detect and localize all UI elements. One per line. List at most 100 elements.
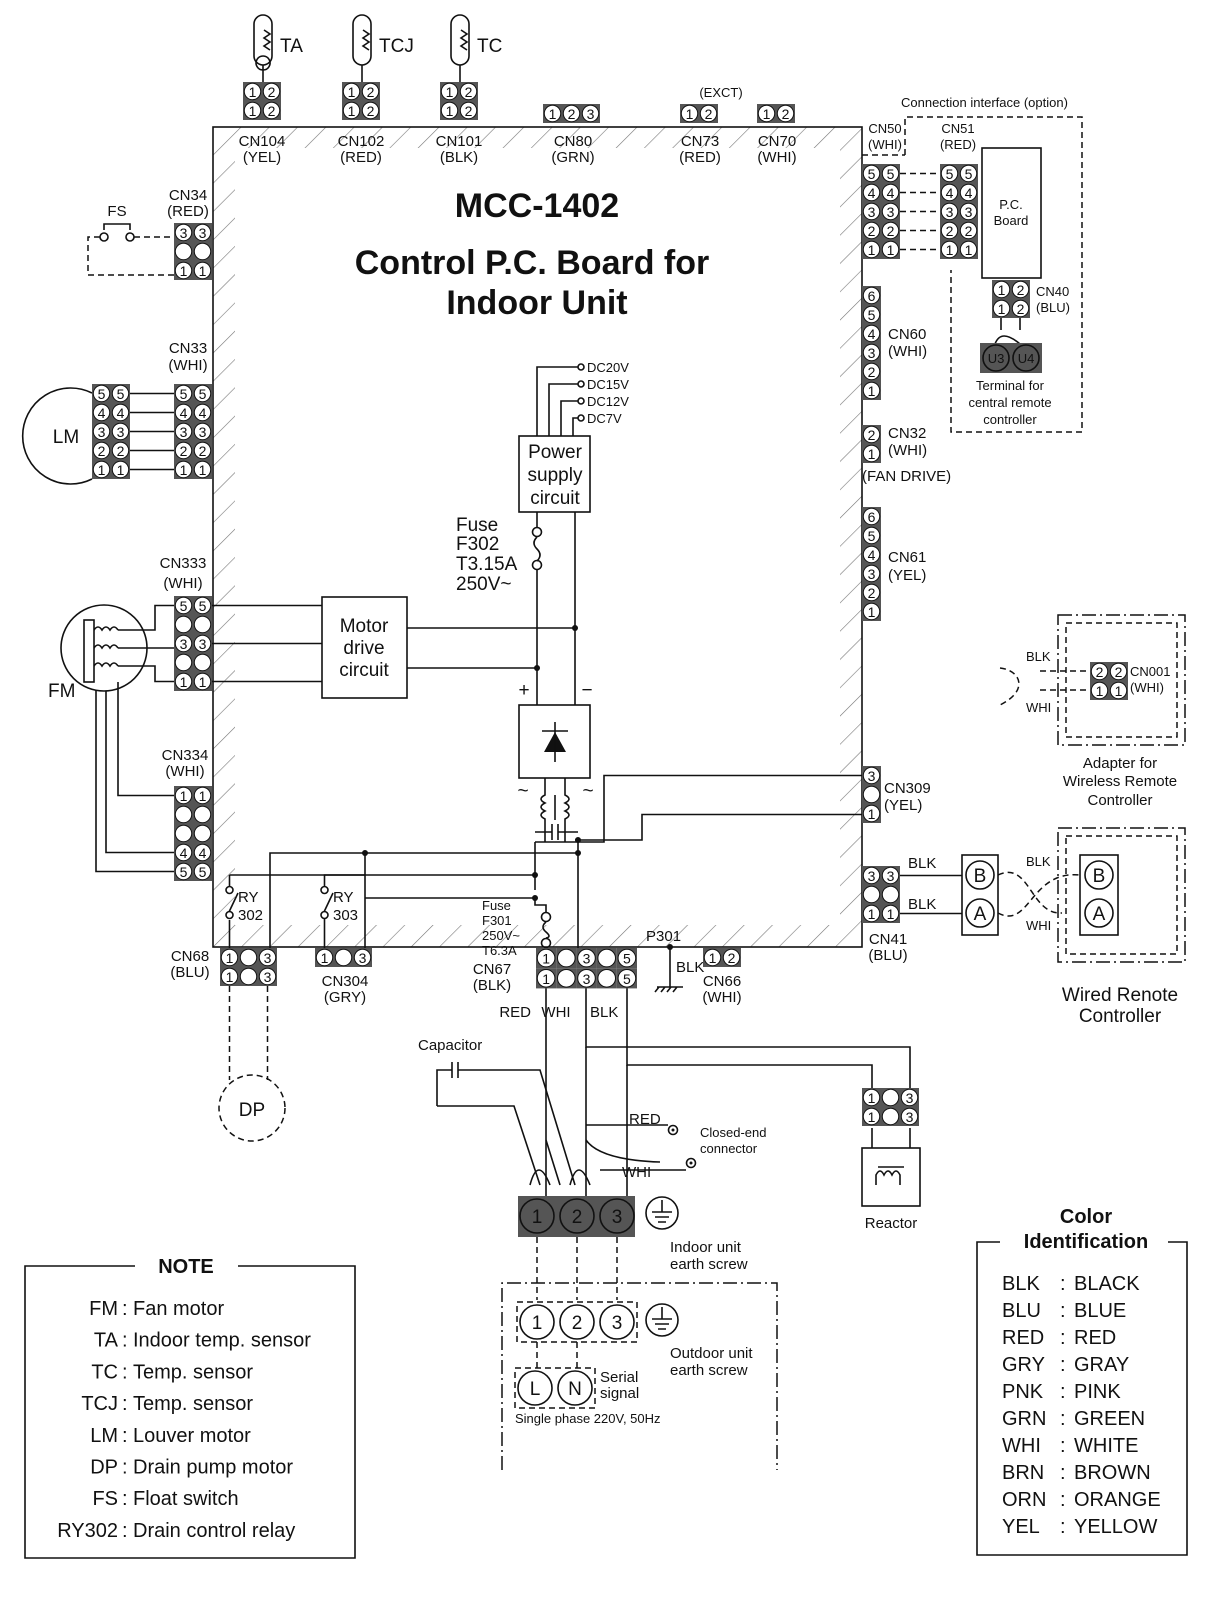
color-code: BRN: [1002, 1462, 1044, 1484]
diode-icon: [542, 722, 568, 762]
supply-label: Single phase 220V, 50Hz: [515, 1411, 661, 1426]
color-colon: :: [1060, 1300, 1066, 1322]
wire-red-label: RED: [499, 1004, 531, 1021]
wired-whi-label: WHI: [1026, 918, 1051, 933]
pin-circle: [174, 422, 193, 441]
pin-number: 2: [268, 84, 276, 100]
pin-number: 5: [868, 528, 876, 544]
pin-circle: [862, 221, 881, 240]
pin-number: 5: [180, 598, 188, 614]
pin-circle: [174, 261, 193, 280]
pin-circle: [959, 183, 978, 202]
color-colon: :: [1060, 1354, 1066, 1376]
pin-circle: [193, 615, 212, 634]
cn334-label: CN334: [162, 747, 209, 764]
pin-circle: [193, 242, 212, 261]
pin-circle: [193, 634, 212, 653]
pin-number: 3: [199, 225, 207, 241]
note-colon: :: [122, 1488, 128, 1510]
note-colon: :: [122, 1457, 128, 1479]
pin-circle: [862, 602, 881, 621]
note-value: Float switch: [133, 1488, 239, 1510]
pin-number: 5: [623, 971, 631, 987]
pin-number: 3: [965, 204, 973, 220]
cn333-label: CN333: [160, 555, 207, 572]
pin-number: 3: [868, 768, 876, 784]
color-code: YEL: [1002, 1516, 1040, 1538]
pin-circle: [262, 101, 281, 120]
pin-number: 1: [709, 950, 717, 966]
pin-number: 2: [1115, 664, 1123, 680]
wired-terminal-b: B: [1093, 866, 1106, 887]
pin-circle: [243, 82, 262, 101]
pin-number: 3: [946, 204, 954, 220]
note-value: Temp. sensor: [133, 1393, 253, 1415]
wired-blk-label: BLK: [1026, 854, 1051, 869]
cn70-label: CN70: [758, 133, 796, 150]
adapter-whi-label: WHI: [1026, 700, 1051, 715]
pin-number: 3: [583, 951, 591, 967]
pin-circle: [940, 221, 959, 240]
pin-circle: [862, 866, 881, 885]
pin-circle: [1090, 681, 1109, 700]
pin-number: 2: [868, 364, 876, 380]
pin-number: 2: [367, 84, 375, 100]
p301-label: P301: [646, 928, 681, 945]
pin-number: 2: [868, 585, 876, 601]
cn40-color: (BLU): [1036, 300, 1070, 315]
cn60-label: CN60: [888, 326, 926, 343]
pin-circle: [1090, 662, 1109, 681]
pin-circle: [722, 948, 741, 967]
pin-circle: [959, 164, 978, 183]
ry303-label: RY: [333, 889, 354, 906]
note-colon: :: [122, 1393, 128, 1415]
dc12v-label: DC12V: [587, 394, 629, 409]
cn60-color: (WHI): [888, 343, 927, 360]
cn104-color: (YEL): [243, 149, 281, 166]
pin-circle: [193, 261, 212, 280]
note-value: Drain pump motor: [133, 1457, 293, 1479]
wire-blk-label: BLK: [590, 1004, 618, 1021]
cn309-color: (YEL): [884, 797, 922, 814]
cn41-blk-label: BLK: [908, 855, 936, 872]
cn50-label: CN50: [868, 121, 901, 136]
pin-circle: [577, 948, 596, 968]
outdoor-earth-icon: [645, 1303, 679, 1337]
pin-circle: [959, 202, 978, 221]
pin-number: 5: [868, 166, 876, 182]
pin-number: 2: [465, 84, 473, 100]
pin-circle: [174, 634, 193, 653]
pin-circle: [174, 615, 193, 634]
cn333-color: (WHI): [163, 575, 202, 592]
pc-board-label-2: Board: [994, 213, 1029, 228]
pin-circle: [262, 82, 281, 101]
outdoor-terminal-2: 2: [572, 1313, 583, 1334]
pin-circle: [597, 969, 617, 988]
cn80-color: (GRN): [551, 149, 594, 166]
cn41-label: CN41: [869, 931, 907, 948]
pin-number: 5: [180, 864, 188, 880]
pin-circle: [92, 460, 111, 479]
pin-circle: [900, 1107, 919, 1126]
dc15v-label: DC15V: [587, 377, 629, 392]
closed-end-label-2: connector: [700, 1141, 758, 1156]
note-title: NOTE: [158, 1256, 214, 1278]
wire-whi-label: WHI: [541, 1004, 570, 1021]
pin-number: 3: [264, 950, 272, 966]
cn001-color: (WHI): [1130, 680, 1164, 695]
pin-circle: [557, 948, 576, 968]
cn51-color: (RED): [940, 137, 976, 152]
pin-number: 5: [946, 166, 954, 182]
pin-circle: [862, 202, 881, 221]
pin-number: 1: [117, 462, 125, 478]
pin-circle: [699, 104, 718, 123]
pin-circle: [174, 805, 193, 824]
color-name: RED: [1074, 1327, 1116, 1349]
connection-interface: Connection interface (option) CN50 (WHI)…: [862, 95, 1083, 964]
pin-circle: [862, 1088, 881, 1107]
